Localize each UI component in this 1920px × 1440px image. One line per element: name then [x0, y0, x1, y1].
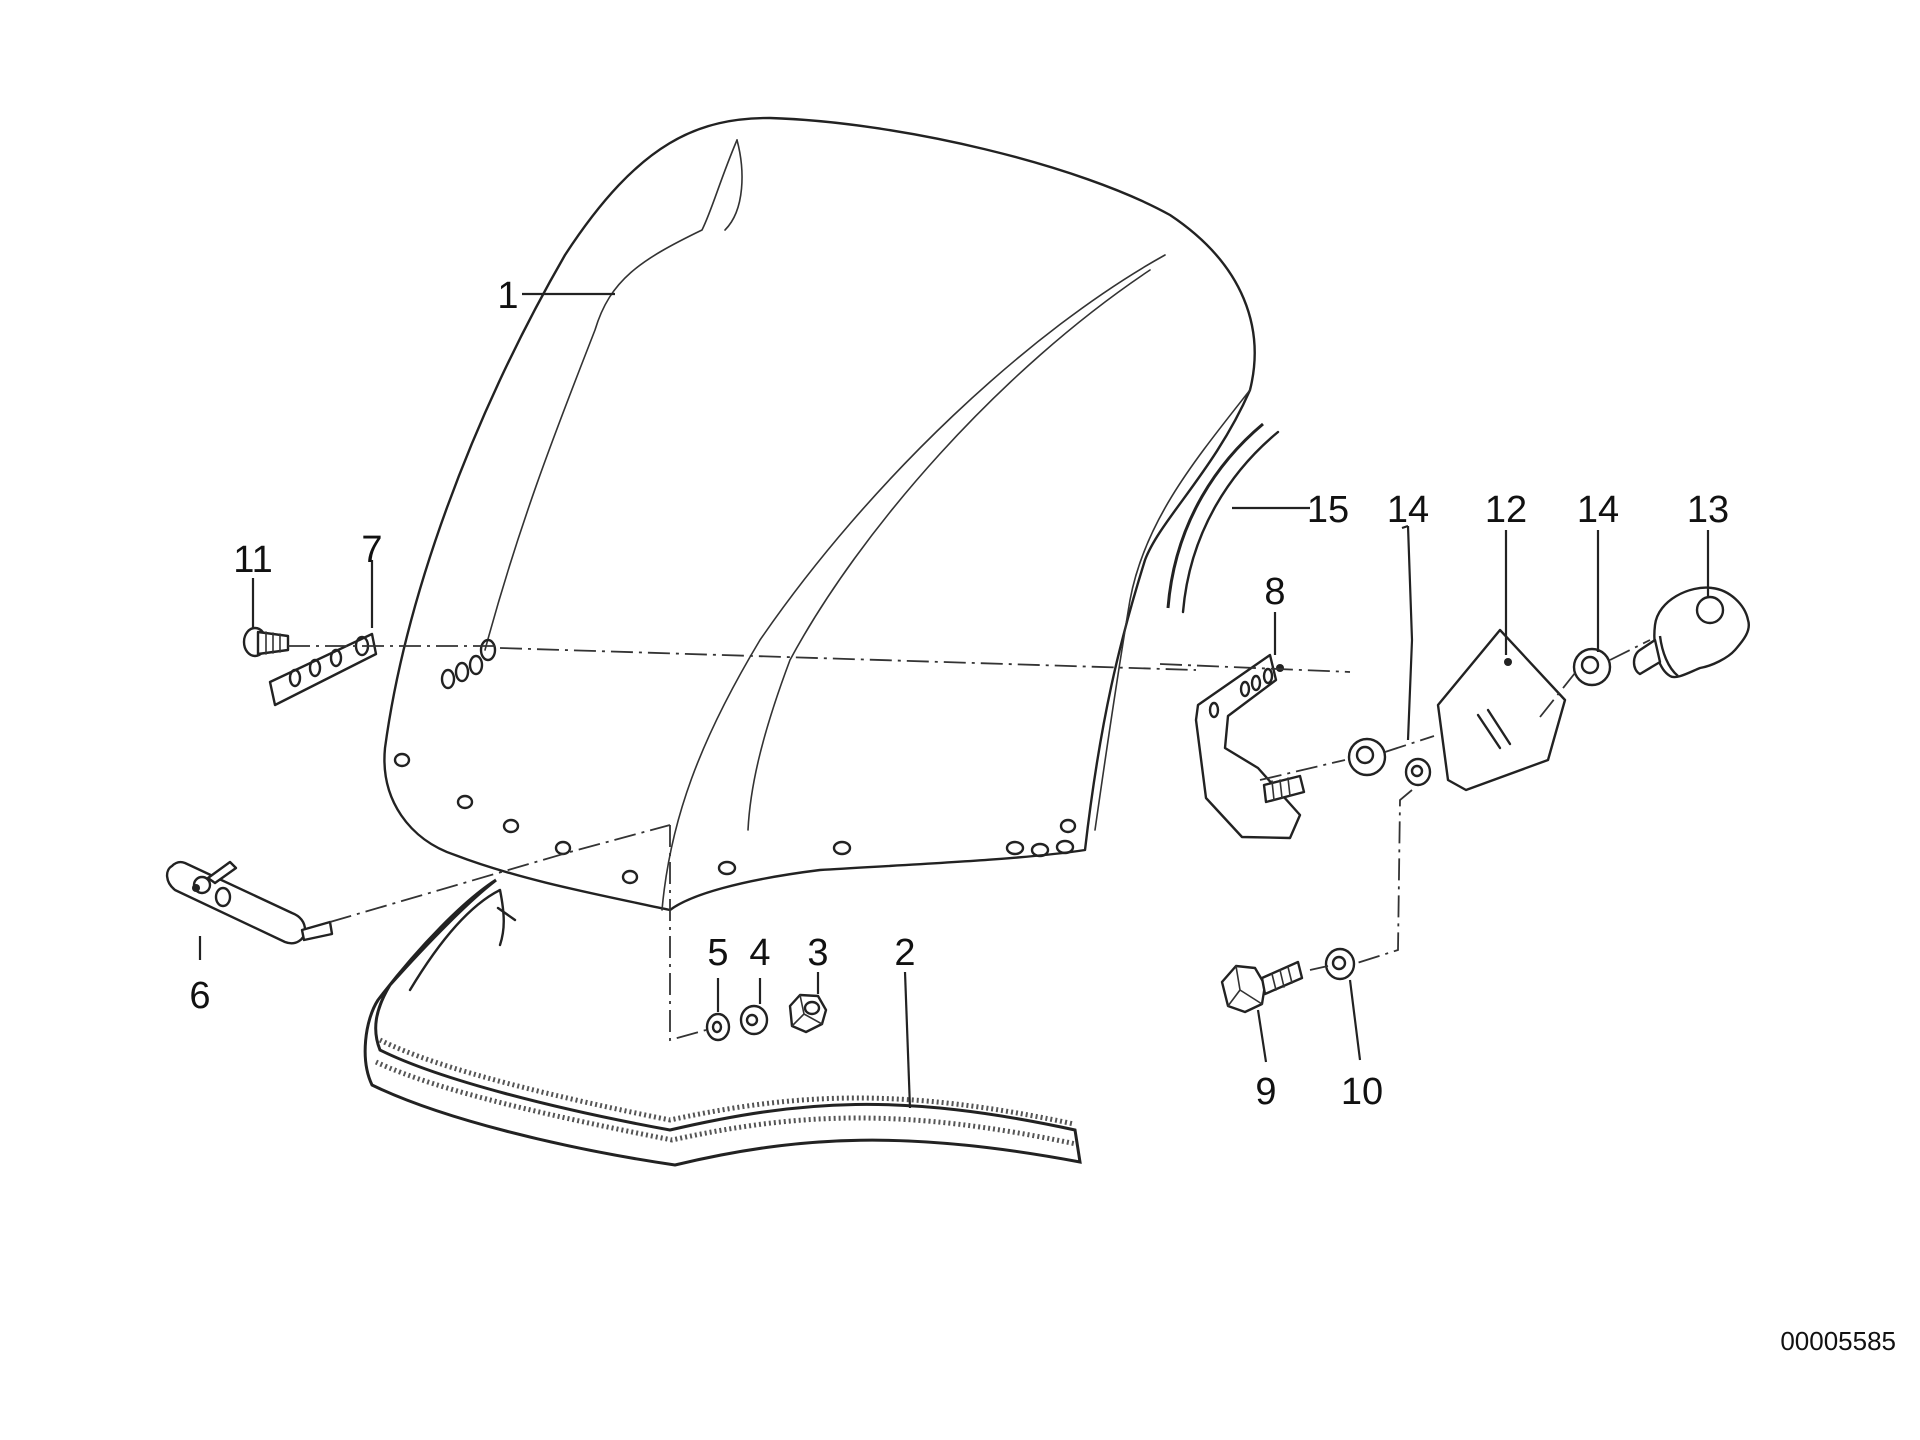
- label-6: 6: [189, 975, 210, 1017]
- washer-small: [1404, 757, 1432, 787]
- knob-13: [1632, 586, 1750, 679]
- label-12: 12: [1485, 489, 1527, 531]
- washer-14-lower: [1347, 737, 1387, 777]
- label-4: 4: [749, 932, 770, 974]
- label-3: 3: [807, 932, 828, 974]
- plate-12: [1436, 628, 1567, 792]
- label-8: 8: [1264, 571, 1285, 613]
- edge-trim: [1166, 422, 1280, 614]
- hex-bolt-9: [1220, 960, 1304, 1014]
- bracket-6: [165, 860, 334, 945]
- label-15: 15: [1307, 489, 1349, 531]
- windshield-mounting-holes: [393, 638, 1077, 885]
- label-13: 13: [1687, 489, 1729, 531]
- label-11: 11: [233, 539, 272, 581]
- callout-labels: 1 2 3 4 5 6 7 8 9 10 11 12 13 14 14 15: [189, 275, 1729, 1113]
- label-10: 10: [1341, 1071, 1383, 1113]
- label-2: 2: [894, 932, 915, 974]
- washer-5: [705, 1012, 731, 1042]
- reference-number: 00005585: [1780, 1326, 1896, 1356]
- washer-4: [739, 1004, 769, 1036]
- label-14-right: 14: [1577, 489, 1619, 531]
- holder-8: [1194, 653, 1306, 840]
- rubber-seal: [363, 878, 1082, 1167]
- washer-10: [1324, 947, 1356, 981]
- leader-lines: [198, 292, 1710, 1109]
- label-5: 5: [707, 932, 728, 974]
- washer-14-upper: [1572, 647, 1612, 687]
- nut-3: [788, 993, 828, 1034]
- label-7: 7: [361, 529, 382, 571]
- assembly-lines: [288, 639, 1651, 1042]
- label-1: 1: [497, 275, 518, 317]
- label-14-left: 14: [1387, 489, 1429, 531]
- label-9: 9: [1255, 1071, 1276, 1113]
- screw-11: [242, 626, 290, 658]
- windshield: [383, 116, 1256, 912]
